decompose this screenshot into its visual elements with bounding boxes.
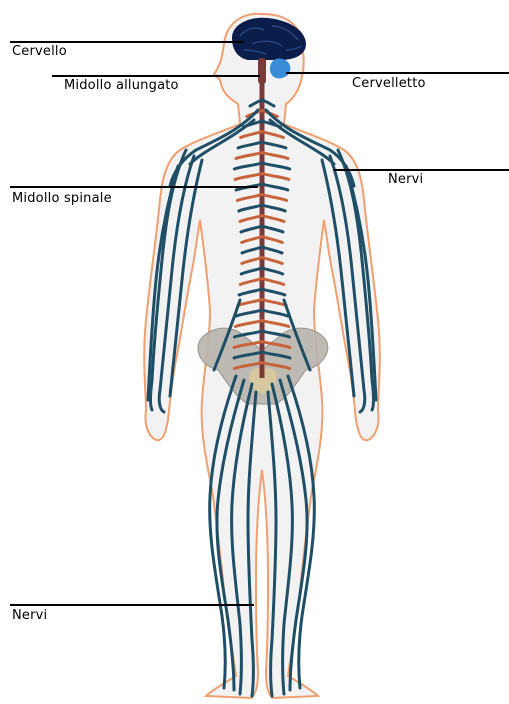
label-nervi-upper: Nervi bbox=[388, 172, 423, 187]
label-cervelletto: Cervelletto bbox=[352, 76, 426, 91]
brain bbox=[232, 18, 306, 60]
label-midollo-spinale: Midollo spinale bbox=[12, 191, 112, 206]
label-nervi-lower: Nervi bbox=[12, 608, 47, 623]
label-cervello: Cervello bbox=[12, 44, 67, 59]
label-midollo-allungato: Midollo allungato bbox=[64, 78, 179, 93]
